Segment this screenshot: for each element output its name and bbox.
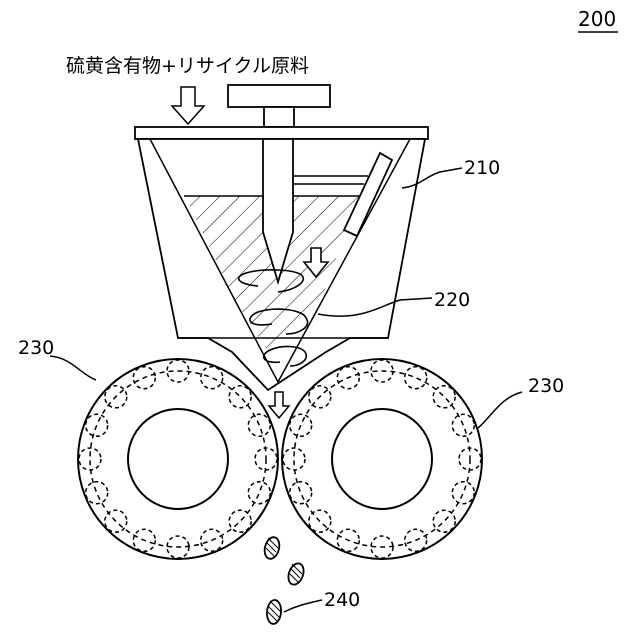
briquette-1 — [262, 536, 281, 561]
ref-220: 220 — [434, 289, 470, 311]
ref-230-right: 230 — [528, 375, 564, 397]
ref-210: 210 — [464, 157, 500, 179]
figure-number: 200 — [578, 7, 616, 31]
roll-right — [282, 359, 482, 559]
leader-230-left — [50, 356, 96, 380]
input-material-label: 硫黄含有物+リサイクル原料 — [66, 55, 309, 77]
screw-shaft-upper — [264, 107, 294, 127]
input-arrow-icon — [172, 87, 204, 124]
ref-230-left: 230 — [18, 337, 54, 359]
briquette-3 — [266, 599, 282, 624]
hopper-top-plate — [135, 127, 428, 139]
leader-230-right — [478, 392, 522, 428]
discharge-arrow-icon — [269, 392, 289, 418]
roll-left — [78, 359, 278, 559]
leader-240 — [284, 600, 322, 612]
screw-drive-cap — [228, 85, 330, 107]
briquette-2 — [286, 561, 307, 586]
ref-240: 240 — [324, 589, 360, 611]
